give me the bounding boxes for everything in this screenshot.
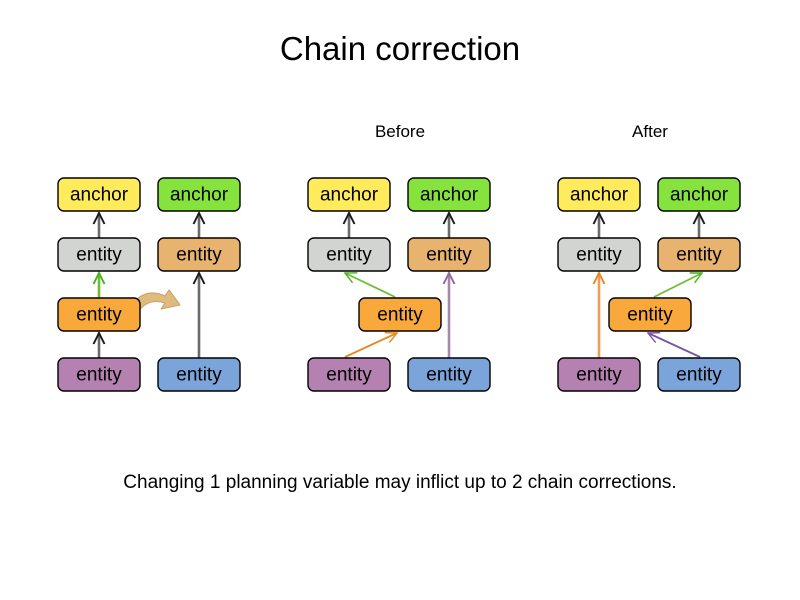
panel-label-before: Before (374, 122, 426, 141)
node-p3-anchor-right-label: anchor (670, 185, 729, 206)
node-p2-entity-orange[interactable]: entity (358, 297, 442, 332)
node-p3-entity-purple[interactable]: entity (557, 357, 641, 392)
arrow-orange-to-gray-shaft (344, 272, 396, 298)
arrow-purple-to-orange-shaft (344, 332, 398, 358)
node-p2-entity-blue-box (407, 357, 491, 392)
node-p2-entity-gray-label: entity (326, 245, 372, 266)
node-p1-entity-purple-box (57, 357, 141, 392)
arrow-orange-to-gray-head (92, 270, 106, 285)
arrow-blue-to-tan-head (192, 270, 206, 285)
node-p1-entity-gray-label: entity (76, 245, 122, 266)
arrow-orange-to-gray-head (343, 272, 358, 284)
panel-after: anchor anchor entity entity entity entity enti… (557, 177, 741, 392)
node-p2-entity-blue-label: entity (426, 365, 472, 386)
node-p2-entity-tan[interactable]: entity (407, 237, 491, 272)
node-p3-entity-purple-label: entity (576, 365, 622, 386)
node-p3-entity-tan-label: entity (676, 245, 722, 266)
node-p1-entity-gray-box (57, 237, 141, 272)
node-p2-anchor-left-box (307, 177, 391, 212)
node-p1-anchor-left-box (57, 177, 141, 212)
panel-initial: anchor anchor entity entity entity entity enti… (57, 177, 241, 392)
node-p1-entity-tan-label: entity (176, 245, 222, 266)
arrow-gray-to-anchor-left-head (92, 210, 106, 225)
node-p3-entity-orange-label: entity (627, 305, 673, 326)
node-p3-entity-gray-box (557, 237, 641, 272)
node-p1-anchor-left-label: anchor (70, 185, 129, 206)
node-p3-anchor-right-box (657, 177, 741, 212)
arrow-purple-to-orange-head (384, 331, 399, 344)
arrow-purple-to-gray-head (592, 270, 606, 285)
page-title: Chain correction (279, 30, 521, 67)
panel-before: anchor anchor entity entity entity entity enti… (307, 177, 491, 392)
node-p1-entity-orange-label: entity (76, 305, 122, 326)
node-p2-entity-purple[interactable]: entity (307, 357, 391, 392)
node-p3-entity-blue-box (657, 357, 741, 392)
node-p3-anchor-right[interactable]: anchor (657, 177, 741, 212)
node-p3-entity-tan-box (657, 237, 741, 272)
node-p2-entity-orange-label: entity (377, 305, 423, 326)
node-p1-entity-orange[interactable]: entity (57, 297, 141, 332)
node-p2-entity-purple-box (307, 357, 391, 392)
node-p1-anchor-right-box (157, 177, 241, 212)
node-p3-entity-orange[interactable]: entity (608, 297, 692, 332)
node-p3-entity-orange-box (608, 297, 692, 332)
node-p1-entity-purple[interactable]: entity (57, 357, 141, 392)
node-p1-entity-orange-box (57, 297, 141, 332)
node-p1-anchor-right[interactable]: anchor (157, 177, 241, 212)
node-p2-entity-purple-label: entity (326, 365, 372, 386)
arrow-orange-to-tan-shaft (653, 272, 703, 298)
arrow-tan-to-anchor-right-head (442, 210, 456, 225)
move-curved-arrow-body (129, 289, 181, 316)
move-curved-arrow (129, 289, 181, 316)
node-p3-anchor-left[interactable]: anchor (557, 177, 641, 212)
node-p1-entity-purple-label: entity (76, 365, 122, 386)
node-p2-entity-gray[interactable]: entity (307, 237, 391, 272)
node-p1-anchor-right-label: anchor (170, 185, 229, 206)
node-p3-anchor-left-box (557, 177, 641, 212)
node-p3-entity-purple-box (557, 357, 641, 392)
node-p1-entity-gray[interactable]: entity (57, 237, 141, 272)
arrow-gray-to-anchor-left-head (592, 210, 606, 225)
node-p2-entity-orange-box (358, 297, 442, 332)
arrow-orange-to-tan-head (689, 272, 704, 284)
node-p2-entity-gray-box (307, 237, 391, 272)
node-p3-entity-tan[interactable]: entity (657, 237, 741, 272)
arrow-tan-to-anchor-right-head (192, 210, 206, 225)
arrow-purple-to-orange-head (92, 330, 106, 345)
node-p1-anchor-left[interactable]: anchor (57, 177, 141, 212)
node-p2-anchor-right-label: anchor (420, 185, 479, 206)
slide-caption: Changing 1 planning variable may inflict… (123, 472, 677, 493)
node-p1-entity-tan-box (157, 237, 241, 272)
node-p1-entity-blue-box (157, 357, 241, 392)
node-p2-anchor-right[interactable]: anchor (407, 177, 491, 212)
node-p1-entity-tan[interactable]: entity (157, 237, 241, 272)
node-p3-entity-blue[interactable]: entity (657, 357, 741, 392)
arrow-gray-to-anchor-left-head (342, 210, 356, 225)
arrow-blue-to-orange-shaft (647, 332, 701, 358)
arrow-blue-to-orange-head (646, 331, 661, 344)
node-p2-entity-tan-box (407, 237, 491, 272)
node-p2-entity-tan-label: entity (426, 245, 472, 266)
node-p3-anchor-left-label: anchor (570, 185, 629, 206)
node-p2-entity-blue[interactable]: entity (407, 357, 491, 392)
arrow-tan-to-anchor-right-head (692, 210, 706, 225)
node-p3-entity-blue-label: entity (676, 365, 722, 386)
node-p2-anchor-left-label: anchor (320, 185, 379, 206)
node-p2-anchor-left[interactable]: anchor (307, 177, 391, 212)
panel-label-after: After (632, 122, 668, 141)
node-p3-entity-gray[interactable]: entity (557, 237, 641, 272)
node-p1-entity-blue[interactable]: entity (157, 357, 241, 392)
node-p3-entity-gray-label: entity (576, 245, 622, 266)
arrow-blue-to-tan-head (442, 270, 456, 285)
node-p2-anchor-right-box (407, 177, 491, 212)
node-p1-entity-blue-label: entity (176, 365, 222, 386)
